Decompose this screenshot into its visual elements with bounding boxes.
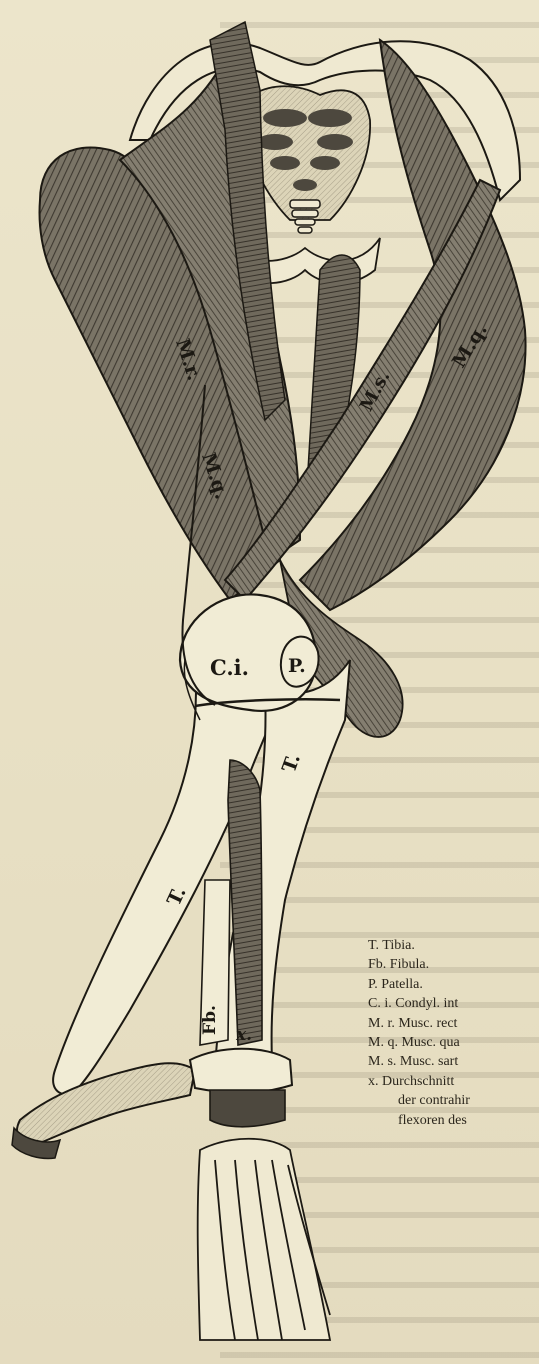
- legend-item: flexoren des: [368, 1111, 470, 1130]
- legend-item: Fb. Fibula.: [368, 955, 470, 974]
- legend-item: x. Durchschnitt: [368, 1072, 470, 1091]
- legend-item: der contrahir: [368, 1091, 470, 1110]
- figure-legend: T. Tibia. Fb. Fibula. P. Patella. C. i. …: [368, 936, 470, 1130]
- legend-item: T. Tibia.: [368, 936, 470, 955]
- legend-item: M. r. Musc. rect: [368, 1014, 470, 1033]
- label-cut-x: x.: [236, 1025, 252, 1045]
- label-patella: P.: [288, 655, 306, 677]
- left-foot: [12, 1063, 195, 1158]
- legend-item: M. q. Musc. qua: [368, 1033, 470, 1052]
- legend-item: P. Patella.: [368, 975, 470, 994]
- legend-item: C. i. Condyl. int: [368, 994, 470, 1013]
- label-condyle: C.i.: [210, 655, 249, 680]
- legend-item: M. s. Musc. sart: [368, 1052, 470, 1071]
- right-foot: [190, 1049, 330, 1340]
- label-fibula: Fb.: [200, 1005, 220, 1035]
